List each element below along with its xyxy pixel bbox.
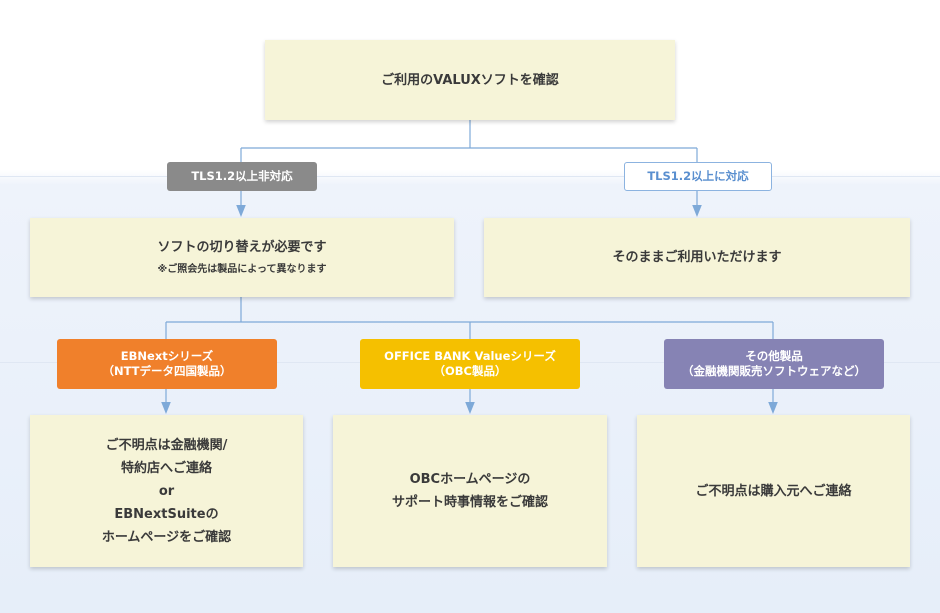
product-label-line: EBNextシリーズ (120, 349, 214, 363)
branch-label-supported: TLS1.2以上に対応 (624, 162, 772, 191)
result-line: サポート時事情報をご確認 (391, 495, 548, 510)
band-divider (0, 176, 940, 177)
product-label-line: その他製品 (745, 349, 803, 363)
branch-label-text: TLS1.2以上非対応 (191, 169, 293, 183)
product-label-line: （金融機関販売ソフトウェアなど） (682, 364, 866, 378)
switch-required-box: ソフトの切り替えが必要です ※ご照会先は製品によって異なります (30, 218, 454, 297)
result-line: 特約店へご連絡 (120, 460, 212, 476)
result-line: ご不明点は購入元へご連絡 (695, 483, 852, 499)
product-label-line: （NTTデータ四国製品） (102, 364, 232, 378)
result-line: EBNextSuiteの (114, 506, 219, 522)
continue-box-text: そのままご利用いただけます (612, 250, 782, 265)
switch-box-note: ※ご照会先は製品によって異なります (157, 264, 327, 275)
result-line: ご不明点は金融機関/ (105, 437, 228, 453)
product-label-line: （OBC製品） (433, 364, 507, 378)
result-line: or (158, 483, 175, 499)
product-label-other: その他製品 （金融機関販売ソフトウェアなど） (664, 339, 884, 389)
result-box-obc: OBCホームページの サポート時事情報をご確認 (333, 415, 607, 567)
switch-box-text: ソフトの切り替えが必要です (157, 240, 327, 255)
top-box: ご利用のVALUXソフトを確認 (265, 40, 675, 120)
product-label-obc: OFFICE BANK Valueシリーズ （OBC製品） (360, 339, 580, 389)
product-label-ebnext: EBNextシリーズ （NTTデータ四国製品） (57, 339, 277, 389)
branch-label-text: TLS1.2以上に対応 (647, 169, 749, 183)
continue-use-box: そのままご利用いただけます (484, 218, 910, 297)
result-box-ebnext: ご不明点は金融機関/ 特約店へご連絡 or EBNextSuiteの ホームペー… (30, 415, 303, 567)
result-line: ホームページをご確認 (101, 529, 232, 545)
result-line: OBCホームページの (409, 472, 531, 487)
product-label-line: OFFICE BANK Valueシリーズ (384, 349, 556, 363)
branch-label-unsupported: TLS1.2以上非対応 (167, 162, 317, 191)
result-box-other: ご不明点は購入元へご連絡 (637, 415, 910, 567)
top-box-text: ご利用のVALUXソフトを確認 (381, 72, 559, 88)
